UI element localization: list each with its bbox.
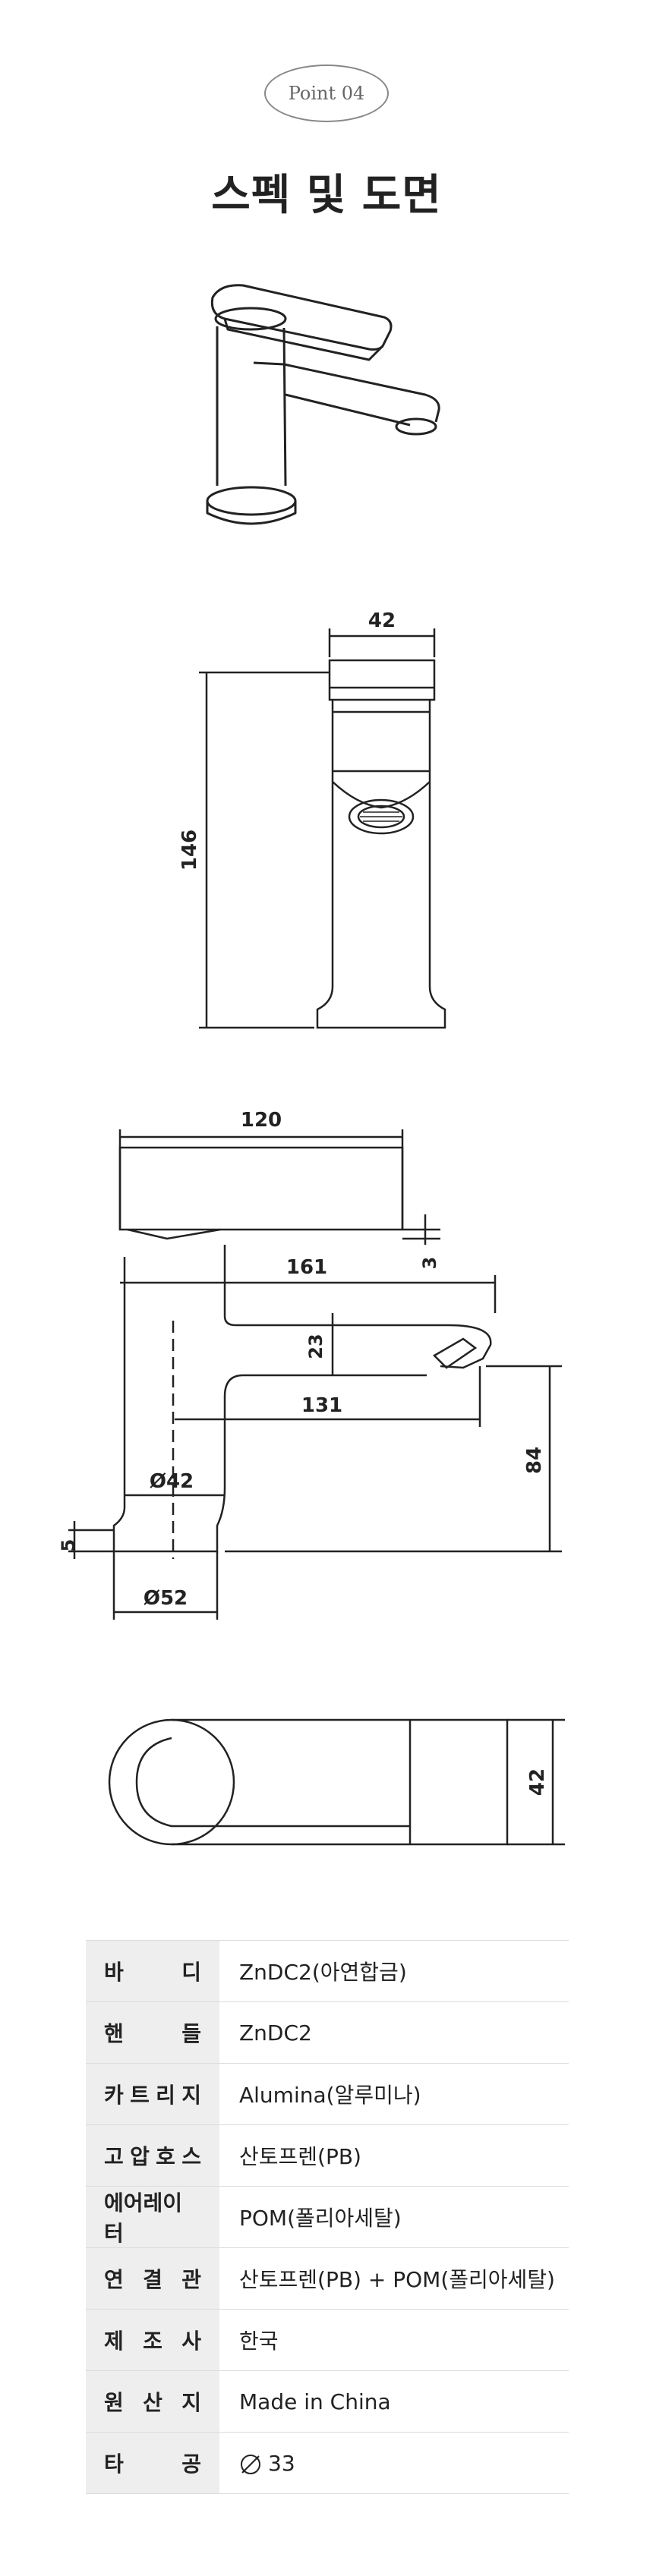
- spec-value: Alumina(알루미나): [219, 2063, 569, 2125]
- handle-thickness-label: 3: [419, 1257, 440, 1270]
- spec-label: 에어레이터: [86, 2186, 219, 2248]
- spout-drop-label: 23: [305, 1334, 326, 1359]
- spec-value-text: POM(폴리아세탈): [239, 2206, 402, 2231]
- top-width-label: 42: [526, 1768, 549, 1796]
- spec-value: 산토프렌(PB) + POM(폴리아세탈): [219, 2247, 569, 2310]
- base-diameter-label: Ø52: [144, 1587, 188, 1610]
- spec-value-text: 33: [268, 2450, 295, 2476]
- spec-value: 33: [219, 2432, 569, 2494]
- faucet-perspective-drawing: [206, 284, 440, 525]
- spec-value: Made in China: [219, 2370, 569, 2433]
- spec-value: ZnDC2(아연합금): [219, 1940, 569, 2002]
- spec-value: POM(폴리아세탈): [219, 2186, 569, 2248]
- spec-value-text: 산토프렌(PB): [239, 2144, 361, 2169]
- spec-value-text: 산토프렌(PB) + POM(폴리아세탈): [239, 2267, 555, 2292]
- spec-value: 산토프렌(PB): [219, 2124, 569, 2187]
- spout-offset-label: 131: [301, 1394, 342, 1417]
- faucet-top-view-drawing: 42: [108, 1718, 565, 1846]
- spec-value-text: Made in China: [239, 2389, 391, 2414]
- faucet-front-view-drawing: 42 146: [178, 609, 446, 1029]
- spec-value-text: 한국: [239, 2329, 279, 2354]
- handle-length-label: 120: [241, 1109, 282, 1132]
- spec-value-text: ZnDC2: [239, 2020, 312, 2045]
- spec-value-text: Alumina(알루미나): [239, 2083, 421, 2108]
- base-height-label: 5: [58, 1539, 79, 1552]
- faucet-side-view-drawing: 120 3 161 23 131 Ø42 84 5 Ø52: [58, 1109, 562, 1620]
- front-width-label: 42: [368, 609, 396, 632]
- page-title: 스펙 및 도면: [211, 171, 442, 220]
- spec-value: 한국: [219, 2309, 569, 2371]
- spout-height-label: 84: [523, 1447, 546, 1474]
- spec-value-text: ZnDC2(아연합금): [239, 1960, 407, 1985]
- spec-value: ZnDC2: [219, 2001, 569, 2064]
- diameter-icon: [241, 2454, 260, 2474]
- spec-label-text: 에어레이터: [104, 2190, 183, 2246]
- front-height-label: 146: [178, 830, 201, 871]
- spec-row: 에어레이터 POM(폴리아세탈): [86, 2186, 569, 2248]
- point-badge: Point 04: [264, 65, 389, 122]
- body-diameter-label: Ø42: [150, 1470, 194, 1493]
- spout-reach-label: 161: [286, 1256, 327, 1279]
